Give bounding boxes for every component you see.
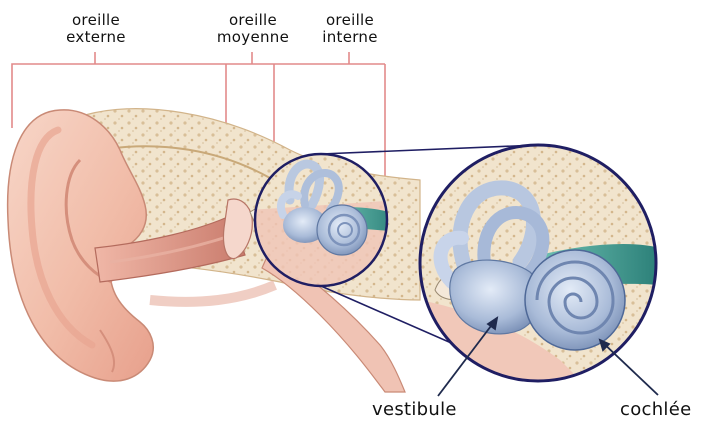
- cochlea-shape: [525, 250, 625, 350]
- middle-ear-label: oreille moyenne: [200, 12, 306, 46]
- outer-ear-label: oreille externe: [52, 12, 140, 46]
- outer-ear-label-line2: externe: [52, 29, 140, 46]
- middle-ear-label-line1: oreille: [200, 12, 306, 29]
- vestibule-label: vestibule: [372, 400, 457, 420]
- inner-ear-label-line1: oreille: [306, 12, 394, 29]
- middle-ear-label-line2: moyenne: [200, 29, 306, 46]
- cochlea-label: cochlée: [620, 400, 691, 420]
- outer-ear-label-line1: oreille: [52, 12, 140, 29]
- cochlea-pointer: [600, 340, 658, 395]
- inner-ear-label: oreille interne: [306, 12, 394, 46]
- inner-ear-label-line2: interne: [306, 29, 394, 46]
